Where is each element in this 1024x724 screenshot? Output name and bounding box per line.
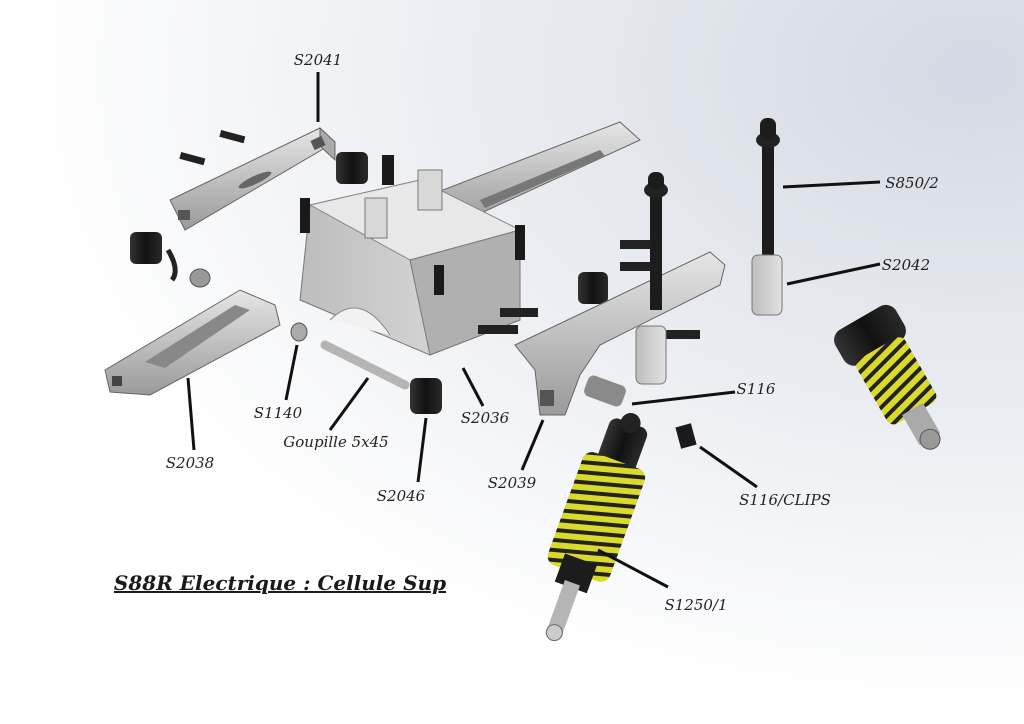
part-nuts [130,152,608,304]
drawing-title: S88R Electrique : Cellule Sup [113,571,447,595]
part-s1250-1-shock [545,413,648,642]
leader-s2038 [186,377,196,451]
leader-s1250-1 [597,548,669,589]
part-s2036-block [299,155,525,356]
label-s116-clips: S116/CLIPS [739,491,831,509]
leader-s116 [631,390,736,406]
leader-s116-clips [699,445,758,489]
part-s116 [584,375,626,407]
part-s850-2-posts [644,118,780,310]
part-spacer-2 [635,325,667,385]
leader-s1140 [284,344,299,401]
label-s850-2: S850/2 [885,174,939,192]
leader-s850-2 [782,180,881,189]
label-s2042: S2042 [881,256,931,274]
label-s116: S116 [736,380,776,398]
part-screws-top [179,129,246,166]
label-s1250-1: S1250/1 [664,596,728,614]
label-s2046: S2046 [376,487,426,505]
label-s2036: S2036 [460,409,510,427]
leader-s2036 [461,367,485,407]
label-s2038: S2038 [165,454,215,472]
label-s2039: S2039 [487,474,537,492]
part-s2042-spacer [751,254,783,316]
part-s2039-plate [478,240,726,416]
part-s2041-arm [169,126,336,231]
part-shock-assembled [834,304,941,450]
leader-s2042 [786,262,881,286]
part-s2046-nut [410,378,442,414]
leader-s2039 [520,419,545,471]
leader-s2046 [416,417,428,483]
part-goupille-pin [320,340,410,390]
leader-goupille [328,377,370,431]
part-s1140 [290,322,308,342]
label-s1140: S1140 [253,404,303,422]
label-goupille: Goupille 5x45 [283,433,389,451]
leader-lines [186,72,881,589]
part-s2038-arm [104,289,281,396]
part-s116-clips [675,423,697,449]
label-s2041: S2041 [293,51,343,69]
